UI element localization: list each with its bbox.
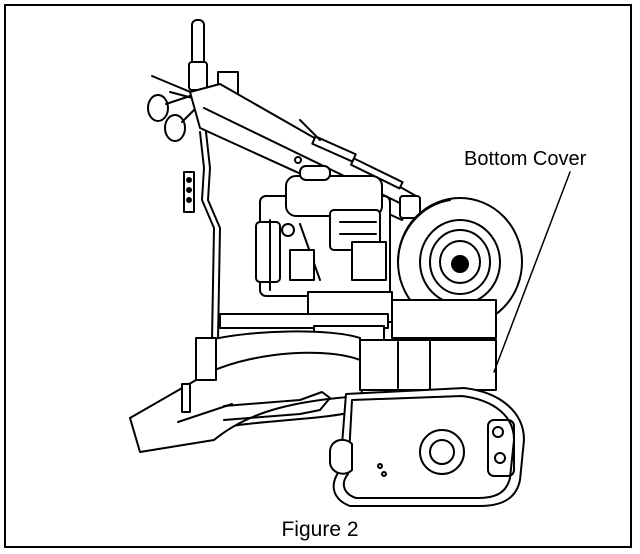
transmission-housing	[359, 339, 497, 391]
engine	[255, 165, 393, 323]
tine-hood	[129, 330, 363, 453]
callout-leader-line	[493, 171, 571, 373]
handle-grip	[188, 19, 208, 91]
control-levers	[147, 71, 239, 142]
figure-caption: Figure 2	[281, 518, 359, 541]
transport-wheel	[397, 197, 523, 327]
bottom-cover	[329, 387, 525, 507]
bottom-cover-callout: Bottom Cover	[464, 148, 587, 170]
control-rod	[183, 131, 221, 341]
